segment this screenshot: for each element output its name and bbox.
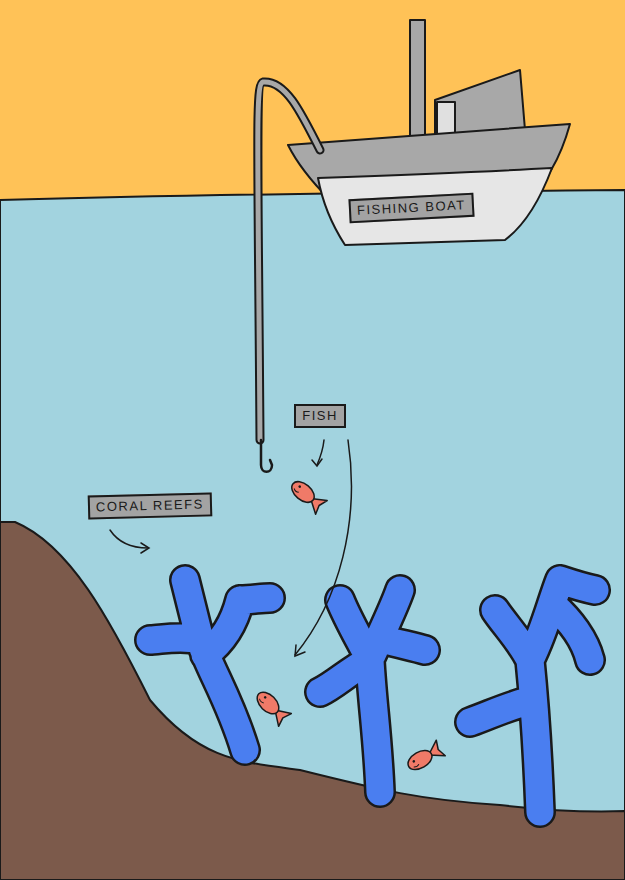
coral-reefs (150, 580, 595, 812)
part-label: FISH (294, 404, 346, 428)
part-label: CORAL REEFS (88, 492, 212, 519)
fish (287, 477, 327, 515)
fish (404, 740, 445, 774)
boat-name-plate: FISHING BOAT (348, 193, 474, 223)
fishing-boat (288, 20, 570, 245)
water (0, 190, 625, 880)
leader-arrow (110, 440, 351, 656)
fish (252, 687, 291, 726)
seabed (0, 522, 625, 880)
